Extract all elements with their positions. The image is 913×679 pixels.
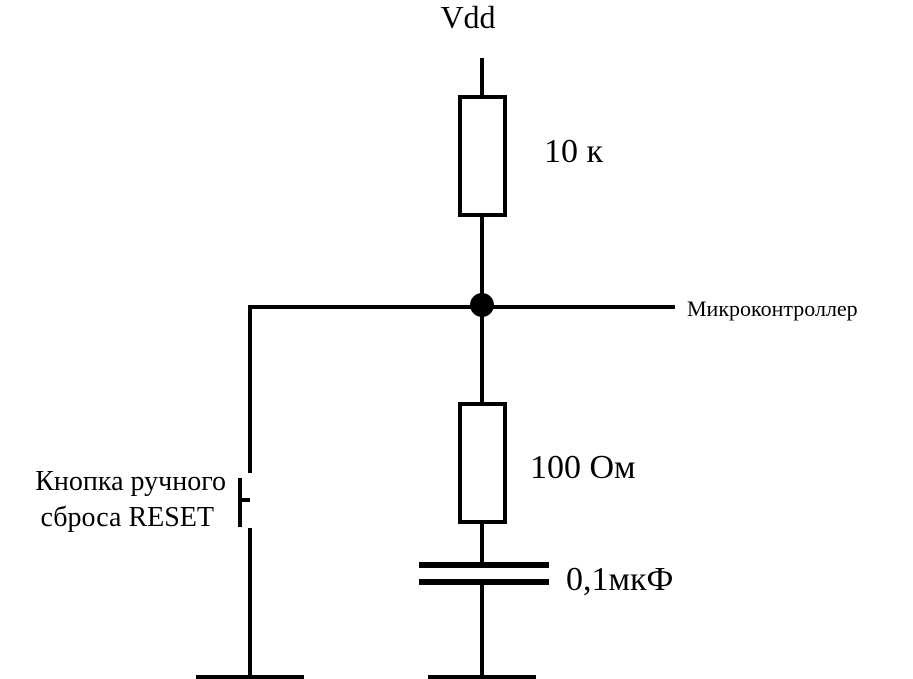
button-label-line1: Кнопка ручного <box>35 466 226 497</box>
r2-value-label: 100 Ом <box>530 449 636 486</box>
reset-button-switch <box>238 478 250 527</box>
capacitor-value-label: 0,1мкФ <box>566 561 673 598</box>
capacitor <box>419 562 549 585</box>
mcu-label: Микроконтроллер <box>687 296 858 321</box>
r1-value-label: 10 к <box>544 133 604 170</box>
resistor-r1 <box>458 95 507 217</box>
vdd-label: Vdd <box>440 0 495 35</box>
resistor-r2 <box>458 402 507 524</box>
button-label-line2: сброса RESET <box>41 502 214 533</box>
